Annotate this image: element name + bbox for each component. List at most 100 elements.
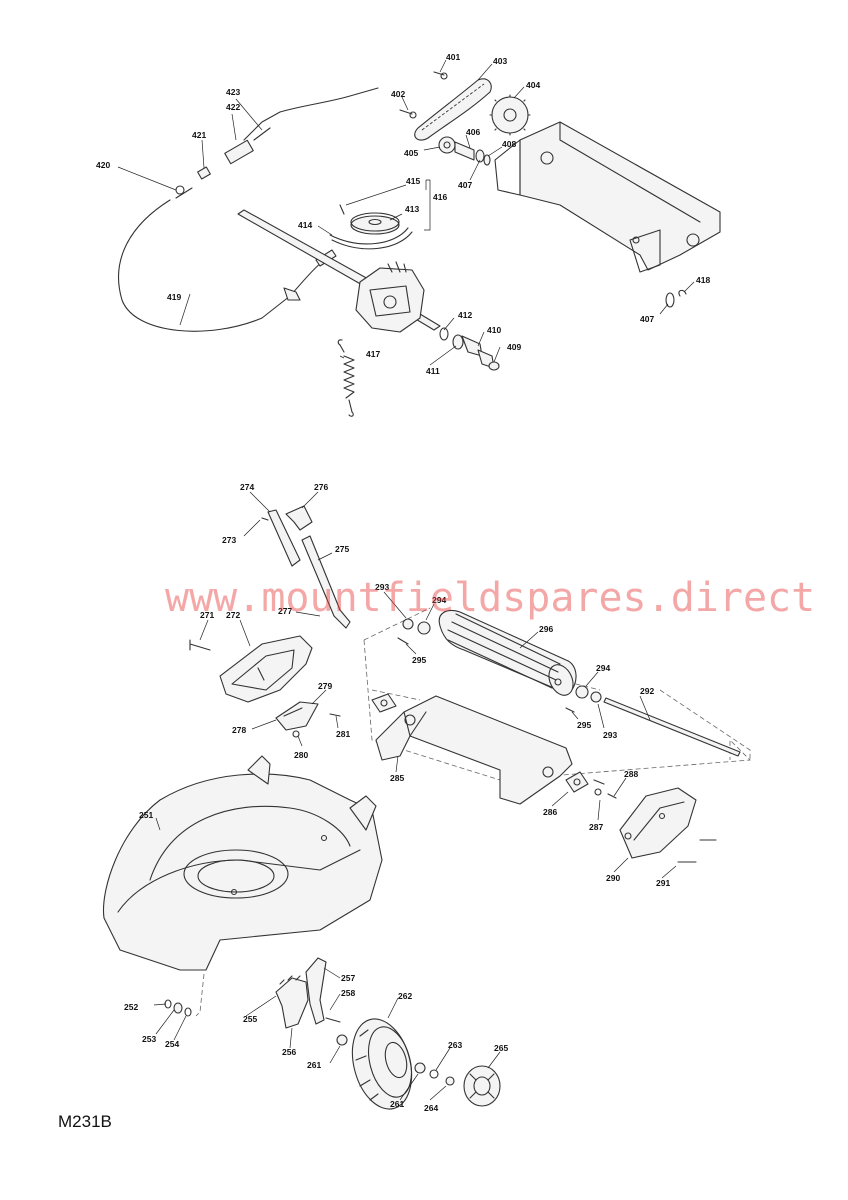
bearing-plate-hole	[573, 778, 581, 786]
callout-416: 416	[433, 192, 447, 202]
hub-cap-part	[463, 1065, 501, 1107]
wheel-bracket-part	[275, 957, 341, 1029]
drive-assembly	[118, 71, 721, 417]
lever-bracket-part	[275, 701, 341, 738]
callout-422: 422	[226, 102, 240, 112]
callout-423: 423	[226, 87, 240, 97]
callout-262: 262	[398, 991, 412, 1001]
callout-403: 403	[493, 56, 507, 66]
washer-part	[429, 1069, 439, 1079]
callout-411: 411	[426, 366, 440, 376]
callout-272: 272	[226, 610, 240, 620]
callout-401: 401	[446, 52, 460, 62]
callout-286: 286	[543, 807, 557, 817]
bearing-part	[417, 621, 431, 635]
lower-assembly	[102, 505, 751, 1110]
callout-293: 293	[603, 730, 617, 740]
callout-407: 407	[640, 314, 654, 324]
small-sprocket-part	[438, 136, 491, 166]
callout-281: 281	[336, 729, 350, 739]
callout-292: 292	[640, 686, 654, 696]
callout-277: 277	[278, 606, 292, 616]
washer-part	[594, 788, 602, 796]
callout-417: 417	[366, 349, 380, 359]
sprocket-part	[489, 94, 531, 136]
washer-part	[409, 111, 417, 119]
callout-271: 271	[200, 610, 214, 620]
callout-285: 285	[390, 773, 404, 783]
wheel-bearing-part	[336, 1034, 348, 1046]
callout-276: 276	[314, 482, 328, 492]
upper-leaders	[117, 59, 695, 366]
bolt-part	[189, 639, 211, 651]
bearing-part	[575, 685, 589, 699]
side-cover-part	[619, 787, 697, 859]
callout-406: 406	[466, 127, 480, 137]
washer-part	[665, 292, 675, 308]
bearing-plate-part	[565, 771, 589, 793]
diagram-code-label: M231B	[58, 1112, 112, 1131]
callout-278: 278	[232, 725, 246, 735]
wheel-bearing-part	[414, 1062, 426, 1074]
rear-frame-part	[494, 121, 721, 273]
callout-264: 264	[424, 1103, 438, 1113]
callout-261: 261	[307, 1060, 321, 1070]
gearbox-part	[355, 261, 425, 333]
callout-413: 413	[405, 204, 419, 214]
callout-402: 402	[391, 89, 405, 99]
chain-part	[414, 78, 492, 141]
rear-cover-part	[219, 635, 313, 703]
roller-part	[438, 609, 577, 696]
washers-part	[164, 999, 192, 1017]
callout-273: 273	[222, 535, 236, 545]
callout-295: 295	[412, 655, 426, 665]
callout-410: 410	[487, 325, 501, 335]
callout-414: 414	[298, 220, 312, 230]
bolt-part	[593, 779, 617, 799]
callout-257: 257	[341, 973, 355, 983]
callout-256: 256	[282, 1047, 296, 1057]
callout-255: 255	[243, 1014, 257, 1024]
callout-420: 420	[96, 160, 110, 170]
callout-253: 253	[142, 1034, 156, 1044]
drive-cable-part	[118, 87, 379, 332]
callout-274: 274	[240, 482, 254, 492]
callout-labels: 401 402 403 404 405 406 407 408 407 418 …	[96, 52, 710, 1113]
callout-421: 421	[192, 130, 206, 140]
callout-287: 287	[589, 822, 603, 832]
callout-415: 415	[406, 176, 420, 186]
height-adjust-lever-part	[261, 505, 351, 629]
callout-409: 409	[507, 342, 521, 352]
bearing-part	[590, 691, 602, 703]
callout-279: 279	[318, 681, 332, 691]
callout-288: 288	[624, 769, 638, 779]
callout-294: 294	[432, 595, 446, 605]
clip-part	[678, 289, 687, 297]
callout-258: 258	[341, 988, 355, 998]
callout-263: 263	[448, 1040, 462, 1050]
bolt-part	[677, 839, 717, 863]
callout-280: 280	[294, 750, 308, 760]
rear-wheel-part	[351, 1018, 413, 1110]
callout-275: 275	[335, 544, 349, 554]
callout-296: 296	[539, 624, 553, 634]
roller-frame-part	[371, 693, 573, 805]
callout-419: 419	[167, 292, 181, 302]
bearing-part	[402, 618, 414, 630]
callout-291: 291	[656, 878, 670, 888]
lower-leaders	[153, 491, 677, 1101]
pin-part	[397, 637, 409, 645]
callout-254: 254	[165, 1039, 179, 1049]
pin-part	[565, 707, 575, 713]
output-shaft-parts	[439, 327, 500, 371]
callout-251: 251	[139, 810, 153, 820]
callout-294: 294	[596, 663, 610, 673]
bolt-part	[445, 1076, 455, 1086]
callout-405: 405	[404, 148, 418, 158]
cable-adjuster-part	[175, 127, 271, 195]
callout-261: 261	[390, 1099, 404, 1109]
pulley-part	[329, 204, 413, 250]
mower-deck-part	[102, 755, 383, 1017]
roller-axle-part	[603, 697, 741, 757]
